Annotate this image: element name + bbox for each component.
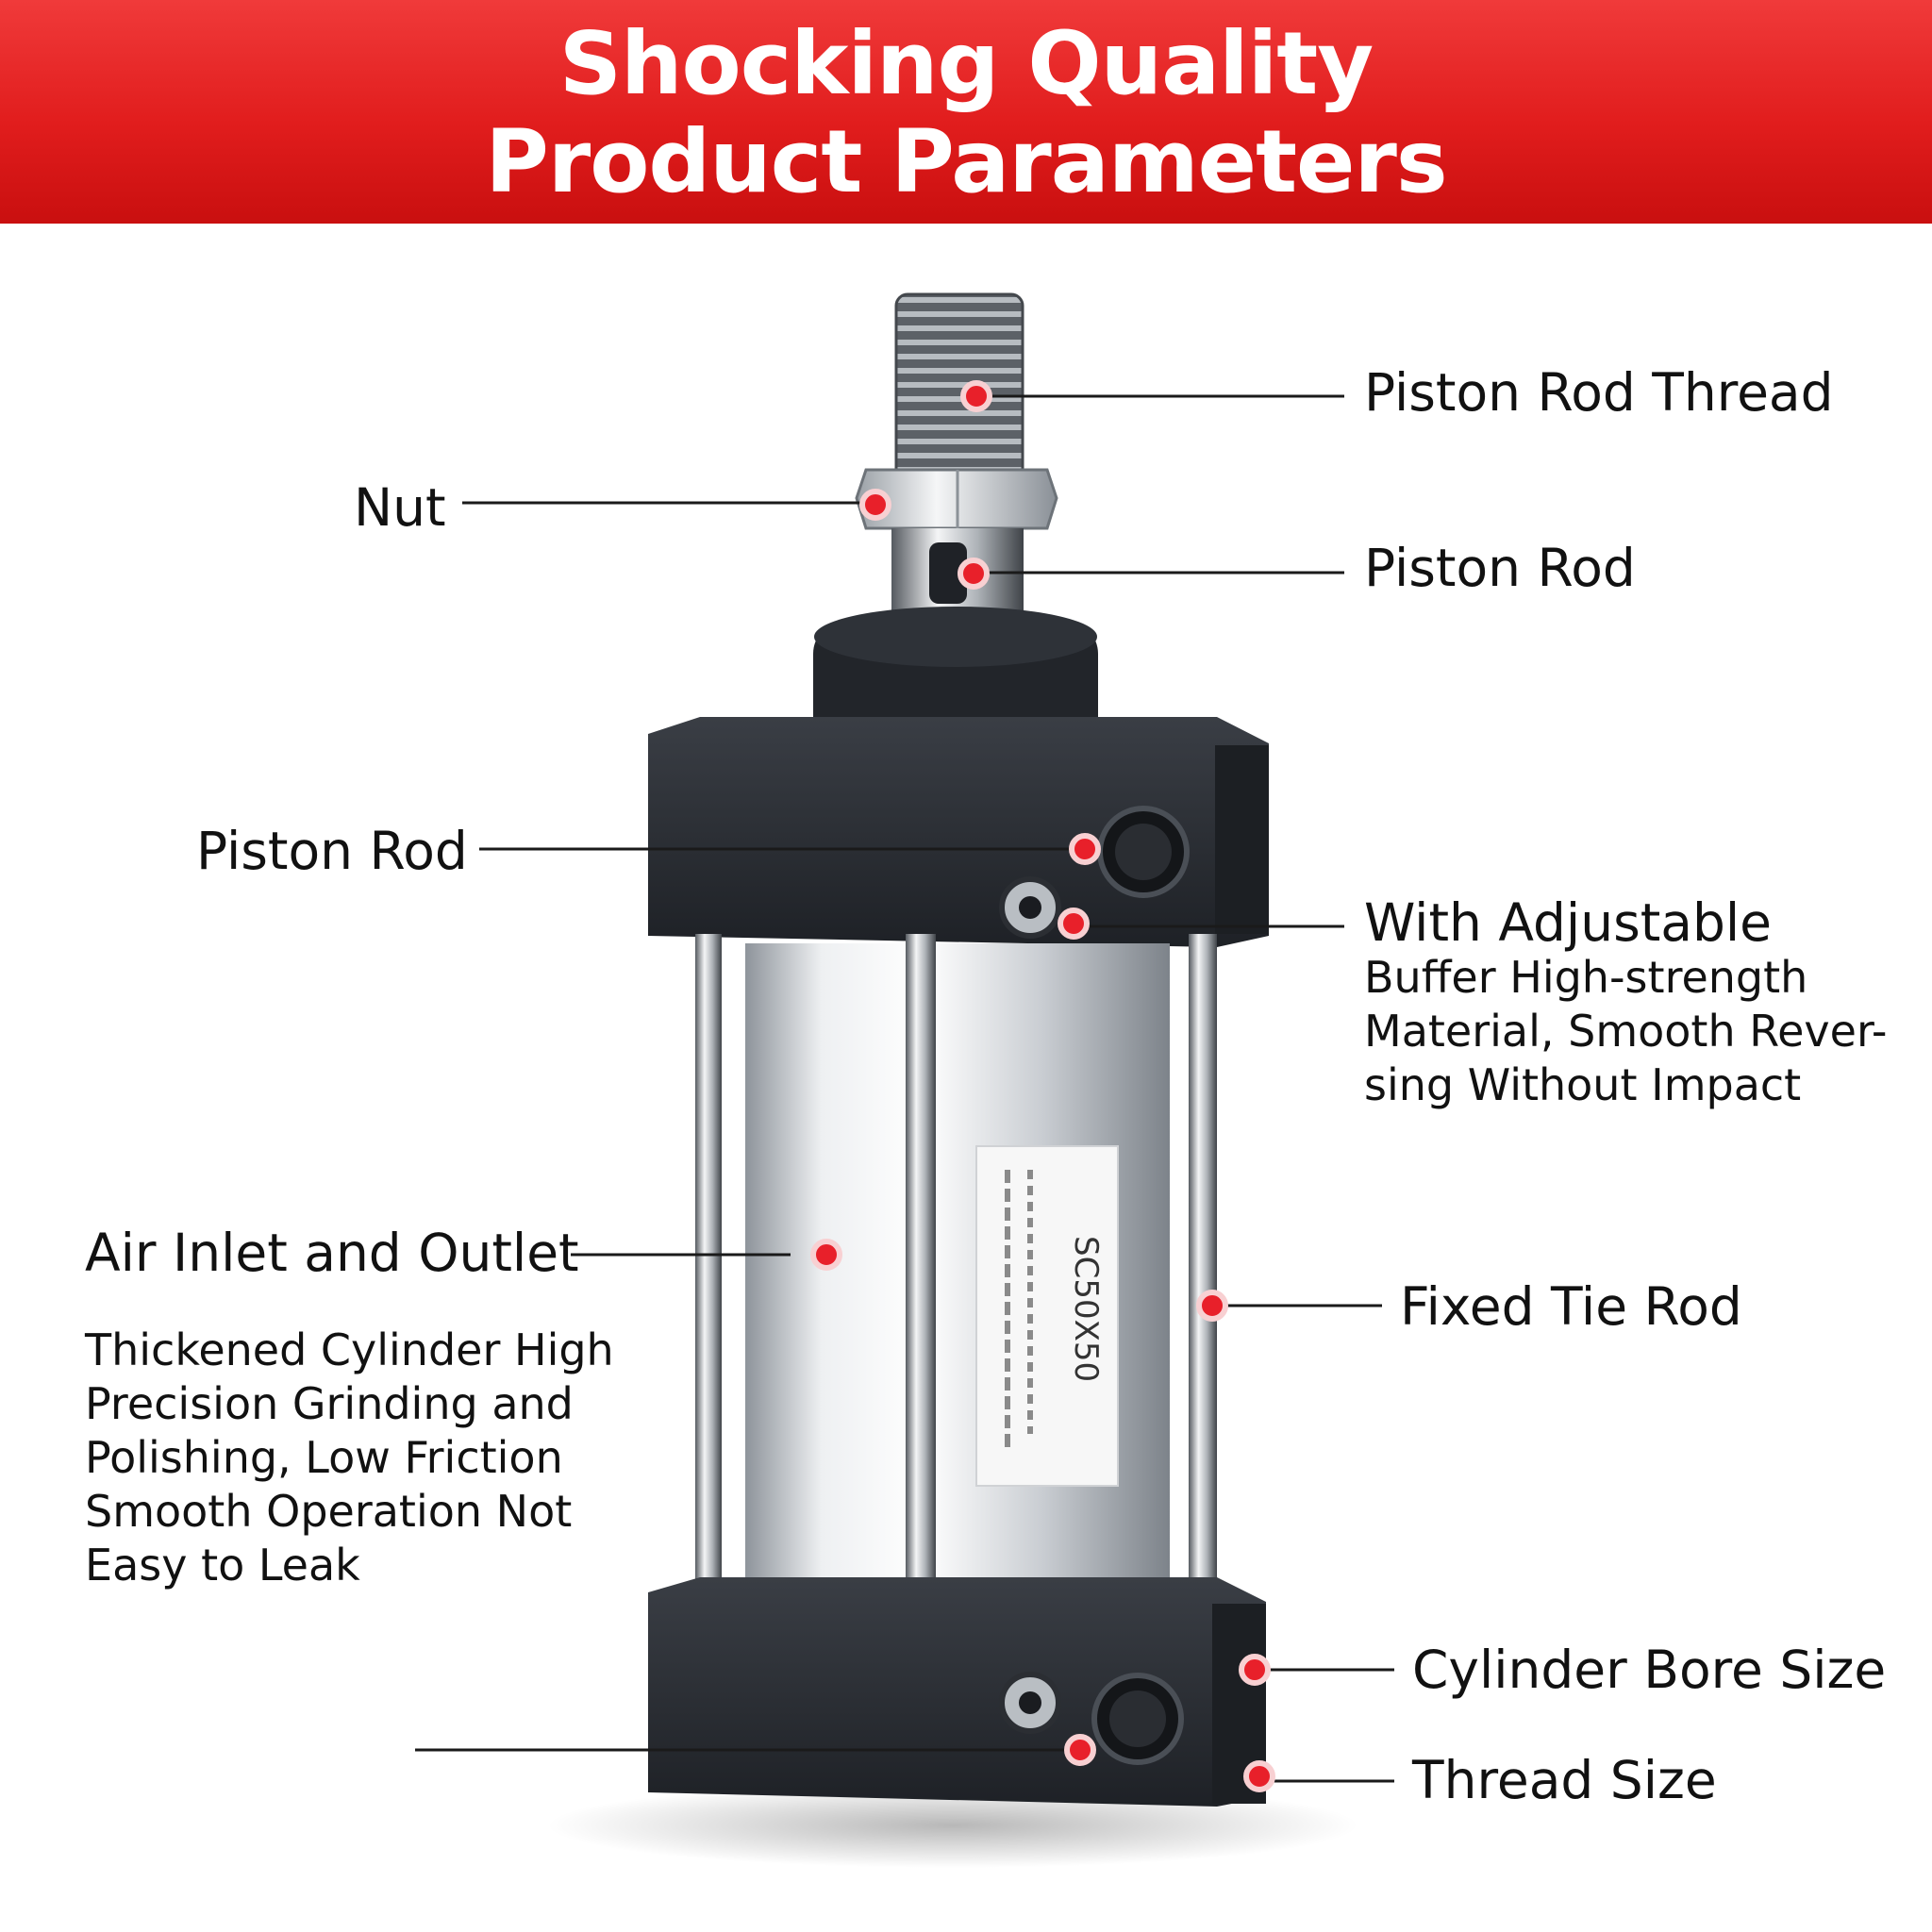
tie-rod-right xyxy=(1189,934,1217,1594)
tie-rod-left-front xyxy=(906,934,936,1651)
tube-label-text: SC50X50 xyxy=(1067,1236,1105,1382)
thickened-cylinder-description: Thickened Cylinder High Precision Grindi… xyxy=(85,1324,614,1591)
callout-markers xyxy=(810,380,1275,1792)
marker-piston-rod-thread xyxy=(960,380,992,412)
cylinder-product-illustration: SC50X50 xyxy=(415,292,1394,1868)
label-nut: Nut xyxy=(354,477,446,538)
marker-nut xyxy=(859,489,891,521)
label-piston-rod-thread: Piston Rod Thread xyxy=(1364,362,1834,423)
label-adjustable-buffer-title: With Adjustable xyxy=(1364,892,1773,953)
piston-rod-thread-shape xyxy=(894,292,1024,485)
label-thread-size: Thread Size xyxy=(1412,1750,1717,1810)
label-piston-rod-left: Piston Rod xyxy=(196,821,468,881)
marker-fixed-tie-rod xyxy=(1196,1290,1228,1322)
marker-adjustable-buffer xyxy=(1058,908,1090,940)
tie-rod-left-back xyxy=(695,934,722,1585)
marker-piston-rod-top xyxy=(958,558,990,590)
adjustable-buffer-description: Buffer High-strength Material, Smooth Re… xyxy=(1364,952,1888,1110)
label-fixed-tie-rod: Fixed Tie Rod xyxy=(1400,1276,1742,1337)
marker-bottom-port xyxy=(1064,1734,1096,1766)
tube-label-shape xyxy=(975,1145,1119,1487)
marker-cylinder-bore xyxy=(1239,1654,1271,1686)
label-cylinder-bore-size: Cylinder Bore Size xyxy=(1412,1640,1887,1700)
title-line-1: Shocking Quality xyxy=(558,13,1374,114)
marker-piston-rod-left xyxy=(1069,833,1101,865)
header-banner: Shocking Quality Product Parameters xyxy=(0,0,1932,224)
top-end-cap-shape xyxy=(648,717,1269,947)
title-line-2: Product Parameters xyxy=(485,111,1447,212)
marker-air-inlet xyxy=(810,1239,842,1271)
leader-lines xyxy=(415,394,1394,1783)
marker-thread-size xyxy=(1243,1760,1275,1792)
label-air-inlet-outlet: Air Inlet and Outlet xyxy=(85,1223,579,1283)
label-piston-rod-top: Piston Rod xyxy=(1364,538,1636,598)
